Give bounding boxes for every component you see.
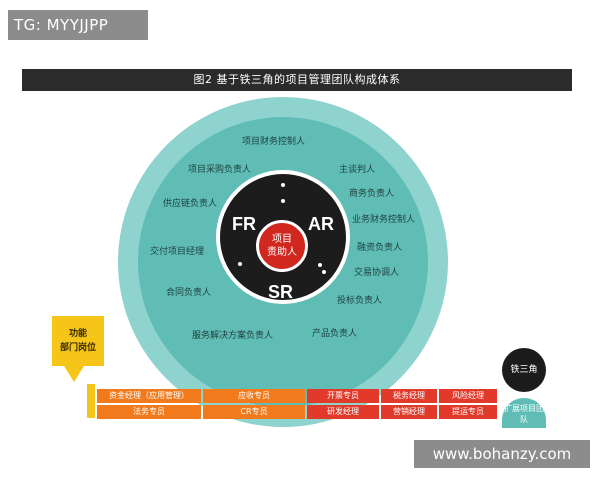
table-cell: CR专员 <box>203 405 305 419</box>
role-label: 产品负责人 <box>312 329 358 339</box>
role-label: 服务解决方案负责人 <box>192 331 274 341</box>
table-cell: 法务专员 <box>97 405 201 419</box>
table-cell: 营销经理 <box>381 405 437 419</box>
table-cell: 资金经理（应用管理） <box>97 389 201 403</box>
role-label: 交付项目经理 <box>150 247 205 257</box>
table-cell: 提运专员 <box>439 405 497 419</box>
role-label: 投标负责人 <box>337 296 383 306</box>
callout-line2: 部门岗位 <box>59 343 96 353</box>
role-label: 商务负责人 <box>349 189 395 199</box>
core-dot <box>318 263 322 267</box>
table-cell: 风险经理 <box>439 389 497 403</box>
role-label: 项目财务控制人 <box>242 137 306 147</box>
core-dot <box>281 183 285 187</box>
role-label: 业务财务控制人 <box>352 215 416 225</box>
center-label-line2: 责助人 <box>267 247 297 258</box>
role-label: 项目采购负责人 <box>188 165 252 175</box>
core-label-ar: AR <box>308 214 334 234</box>
core-dot <box>281 199 285 203</box>
center-label-line1: 项目 <box>272 234 292 245</box>
core-dot <box>322 270 326 274</box>
role-label: 融资负责人 <box>357 243 403 253</box>
role-label: 交易协调人 <box>354 268 400 278</box>
callout-stem <box>87 384 95 418</box>
callout-line1: 功能 <box>68 329 87 339</box>
functional-dept-callout: 功能 部门岗位 <box>52 316 104 366</box>
core-label-sr: SR <box>268 282 294 302</box>
role-label: 合同负责人 <box>166 288 212 298</box>
table-cell: 税务经理 <box>381 389 437 403</box>
project-sponsor-circle: 项目 责助人 <box>256 220 308 272</box>
core-label-fr: FR <box>232 214 256 234</box>
table-cell: 应收专员 <box>203 389 305 403</box>
watermark: www.bohanzy.com <box>414 440 590 468</box>
callout-pointer <box>64 366 84 382</box>
table-cell: 研发经理 <box>307 405 379 419</box>
legend-extended-team: 扩展项目团队 <box>502 398 546 428</box>
iron-triangle-circle <box>216 170 350 304</box>
corner-tag: TG: MYYJJPP <box>8 10 148 40</box>
core-dot <box>238 262 242 266</box>
legend-iron-triangle: 铁三角 <box>502 348 546 392</box>
table-cell: 开票专员 <box>307 389 379 403</box>
diagram-title: 图2 基于铁三角的项目管理团队构成体系 <box>22 69 572 91</box>
role-label: 主谈判人 <box>339 165 376 175</box>
role-label: 供应链负责人 <box>163 199 218 209</box>
